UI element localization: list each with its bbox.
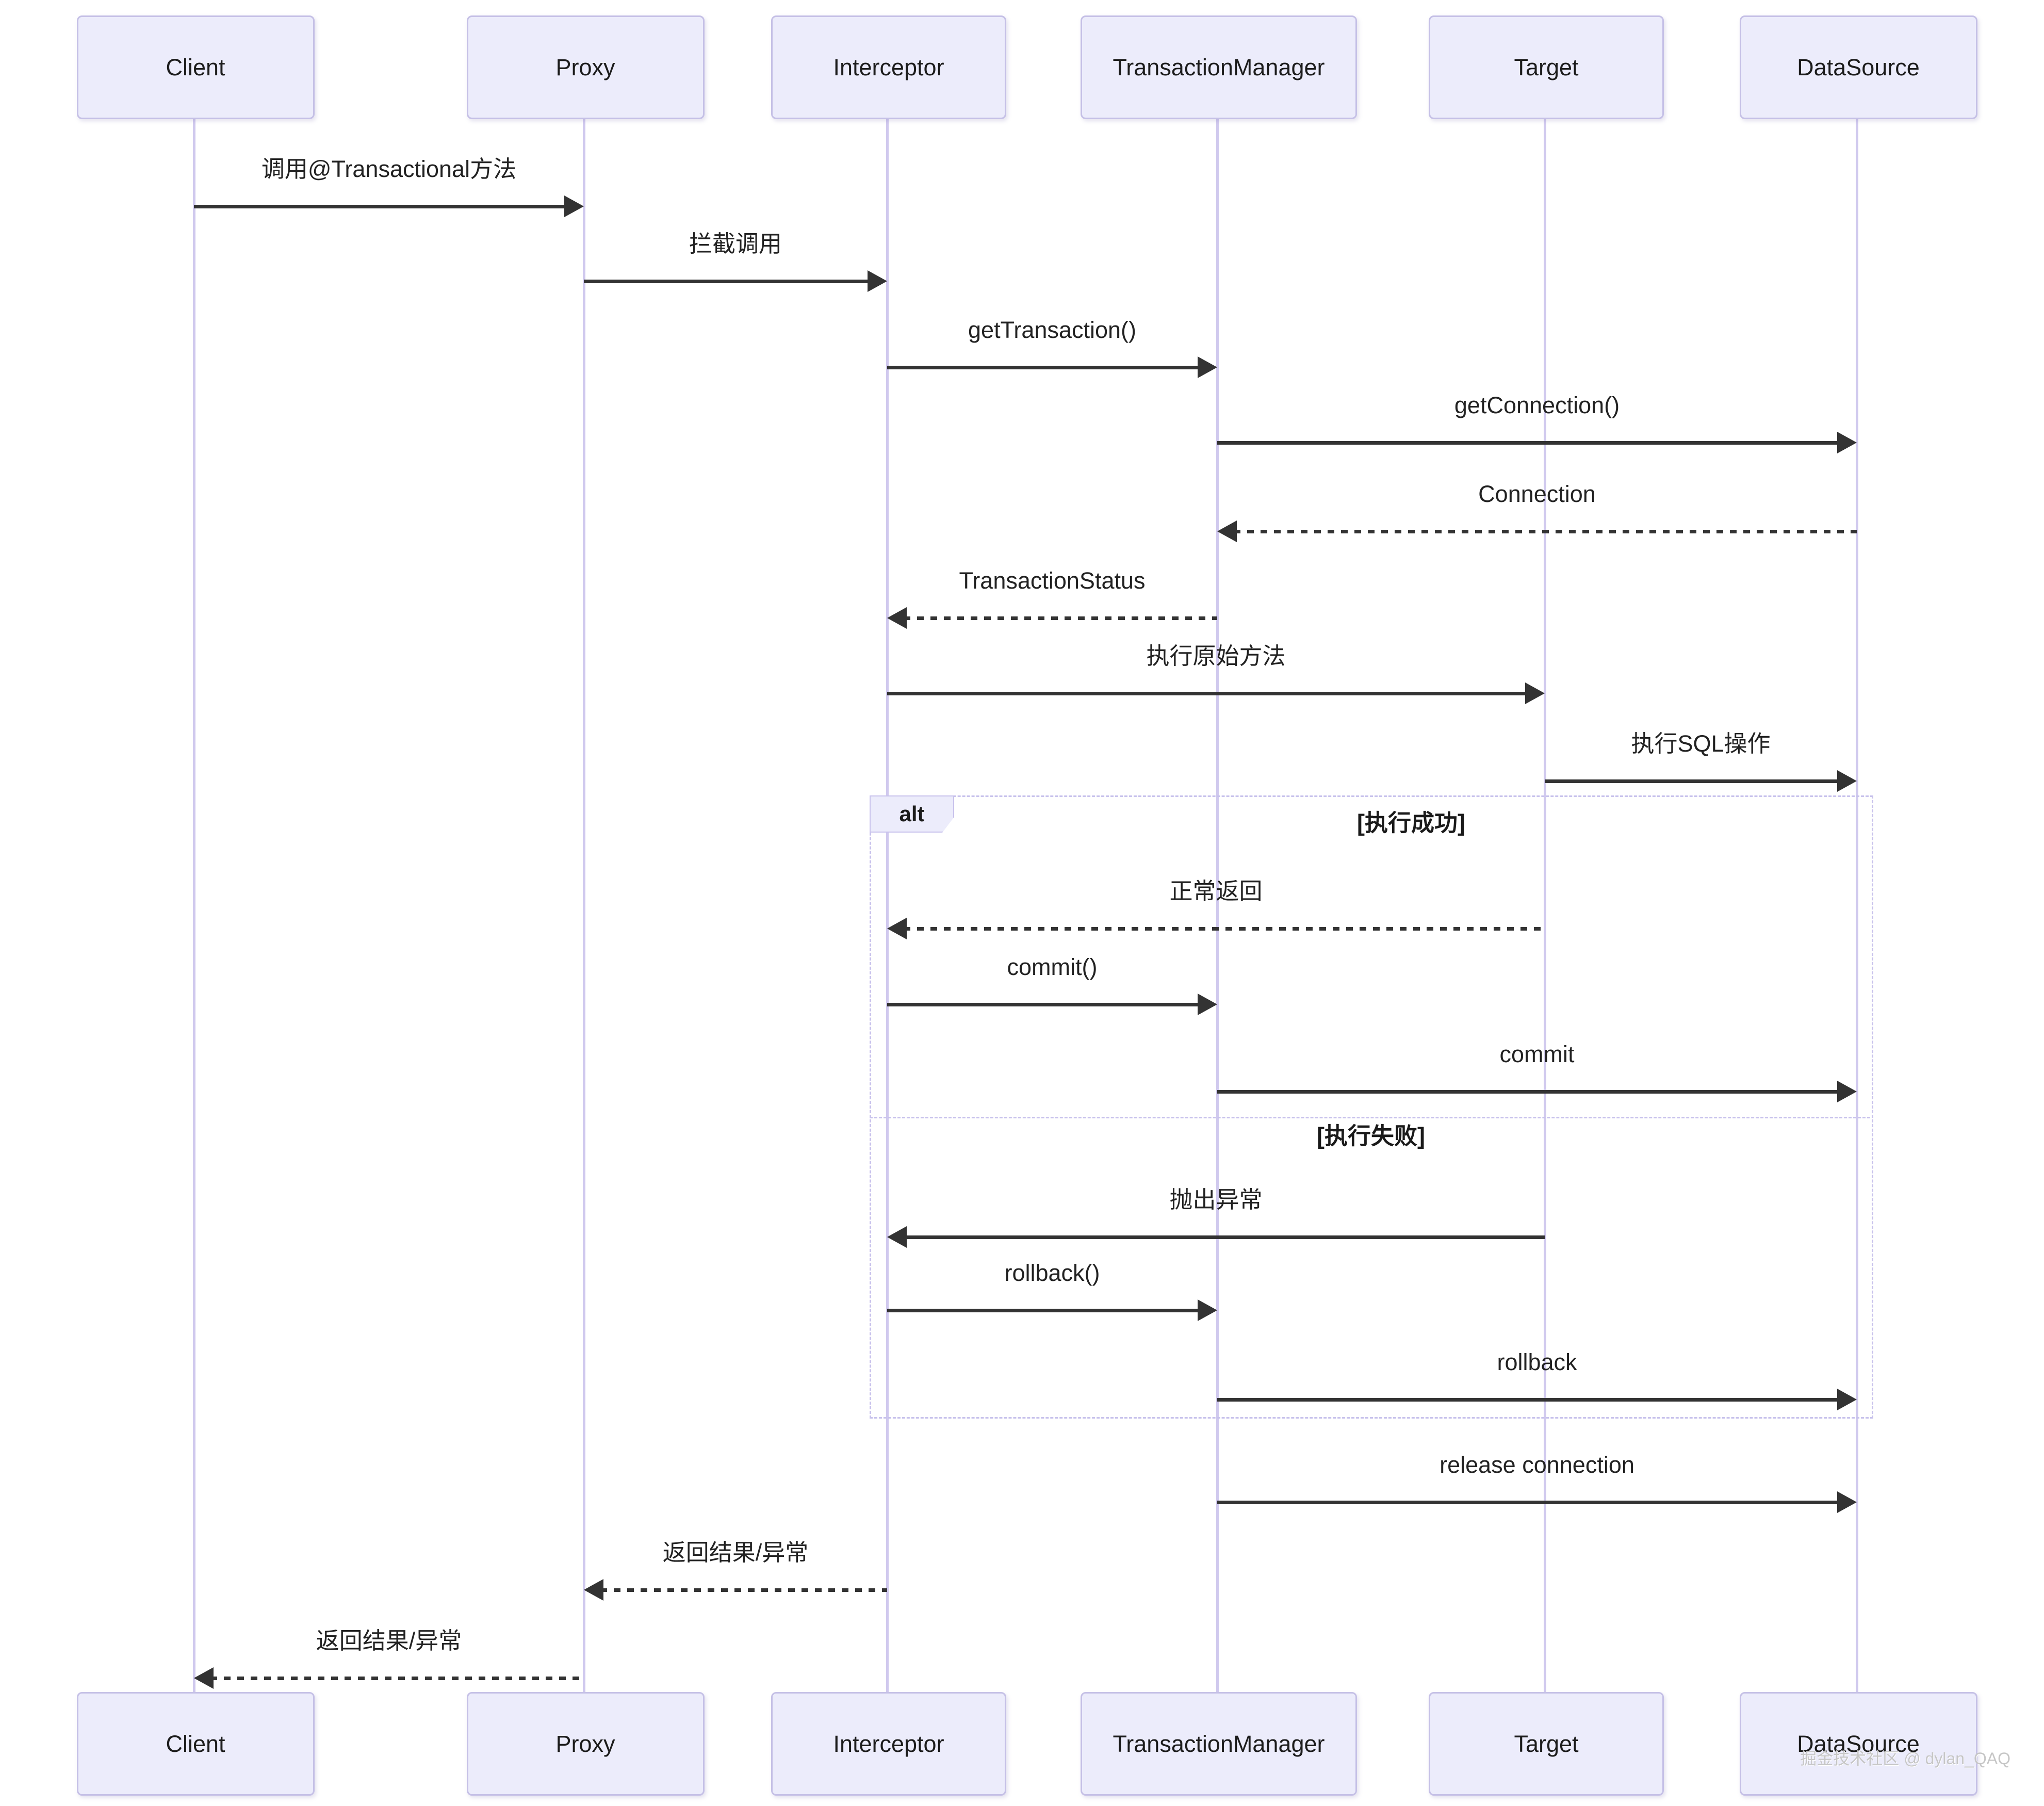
message-label-16: 返回结果/异常 bbox=[662, 1539, 809, 1566]
participant-bottom-proxy: Proxy bbox=[466, 1692, 705, 1796]
message-line-9 bbox=[904, 927, 1545, 931]
lifeline-interceptor bbox=[886, 116, 889, 1692]
return-arrowhead-icon bbox=[1217, 520, 1237, 542]
message-line-3 bbox=[887, 366, 1201, 369]
participant-label: Interceptor bbox=[833, 1730, 944, 1757]
alt-section-label: alt bbox=[870, 795, 954, 833]
participant-top-target: Target bbox=[1429, 15, 1664, 119]
message-label-1: 调用@Transactional方法 bbox=[261, 156, 517, 182]
arrowhead-icon bbox=[1837, 1491, 1857, 1513]
message-line-11 bbox=[1217, 1090, 1840, 1094]
alt-frame bbox=[870, 795, 1873, 1419]
participant-top-tm: TransactionManager bbox=[1081, 15, 1357, 119]
message-line-10 bbox=[887, 1003, 1201, 1006]
alt-guard-failure: [执行失败] bbox=[1317, 1122, 1425, 1149]
message-line-5 bbox=[1234, 530, 1857, 533]
message-label-7: 执行原始方法 bbox=[1146, 643, 1286, 669]
participant-label: Proxy bbox=[555, 1730, 615, 1757]
return-arrowhead-icon bbox=[887, 918, 907, 939]
participant-top-ds: DataSource bbox=[1739, 15, 1977, 119]
arrowhead-icon bbox=[1837, 770, 1857, 792]
arrowhead-icon bbox=[1198, 1299, 1217, 1321]
participant-top-proxy: Proxy bbox=[466, 15, 705, 119]
arrowhead-icon bbox=[1198, 356, 1217, 378]
participant-label: Interceptor bbox=[833, 54, 944, 80]
message-label-12: 抛出异常 bbox=[1169, 1186, 1263, 1213]
message-line-12 bbox=[904, 1235, 1545, 1239]
arrowhead-icon bbox=[868, 270, 887, 292]
participant-label: Client bbox=[166, 54, 225, 80]
message-line-15 bbox=[1217, 1501, 1840, 1504]
arrowhead-icon bbox=[1837, 1389, 1857, 1410]
participant-bottom-ds: DataSource bbox=[1739, 1692, 1977, 1796]
message-label-3: getTransaction() bbox=[968, 317, 1136, 343]
participant-label: TransactionManager bbox=[1113, 54, 1325, 80]
message-label-17: 返回结果/异常 bbox=[316, 1628, 462, 1654]
participant-bottom-target: Target bbox=[1429, 1692, 1664, 1796]
arrowhead-icon bbox=[1837, 1081, 1857, 1102]
participant-label: Client bbox=[166, 1730, 225, 1757]
message-label-13: rollback() bbox=[1004, 1260, 1100, 1286]
arrowhead-icon bbox=[1837, 432, 1857, 453]
message-label-2: 拦截调用 bbox=[689, 231, 782, 257]
message-line-13 bbox=[887, 1309, 1201, 1312]
message-line-16 bbox=[600, 1588, 887, 1592]
message-line-17 bbox=[210, 1677, 584, 1680]
participant-top-interceptor: Interceptor bbox=[771, 15, 1006, 119]
participant-label: Target bbox=[1514, 1730, 1579, 1757]
message-line-4 bbox=[1217, 441, 1840, 445]
participant-bottom-interceptor: Interceptor bbox=[771, 1692, 1006, 1796]
lifeline-proxy bbox=[583, 116, 585, 1692]
watermark: 掘金技术社区 @ dylan_QAQ bbox=[1800, 1749, 2010, 1768]
message-line-1 bbox=[194, 205, 567, 208]
arrowhead-icon bbox=[564, 196, 584, 217]
message-line-14 bbox=[1217, 1398, 1840, 1402]
alt-guard-success: [执行成功] bbox=[1357, 809, 1465, 836]
return-arrowhead-icon bbox=[887, 607, 907, 629]
participant-bottom-client: Client bbox=[76, 1692, 315, 1796]
message-line-2 bbox=[584, 280, 871, 283]
arrowhead-icon bbox=[1198, 994, 1217, 1015]
return-arrowhead-icon bbox=[194, 1667, 214, 1689]
message-label-15: release connection bbox=[1440, 1452, 1634, 1478]
return-arrowhead-icon bbox=[584, 1579, 603, 1601]
message-label-5: Connection bbox=[1478, 481, 1596, 507]
lifeline-client bbox=[193, 116, 195, 1692]
participant-bottom-tm: TransactionManager bbox=[1081, 1692, 1357, 1796]
lifeline-tm bbox=[1216, 116, 1219, 1692]
arrowhead-icon bbox=[887, 1226, 907, 1248]
lifeline-target bbox=[1544, 116, 1546, 1692]
message-label-11: commit bbox=[1499, 1041, 1575, 1067]
message-line-7 bbox=[887, 692, 1528, 695]
arrowhead-icon bbox=[1525, 682, 1545, 704]
message-line-8 bbox=[1545, 779, 1840, 783]
message-line-6 bbox=[904, 616, 1217, 620]
message-label-14: rollback bbox=[1497, 1349, 1577, 1375]
message-label-9: 正常返回 bbox=[1169, 878, 1263, 904]
message-label-4: getConnection() bbox=[1454, 392, 1620, 418]
participant-label: DataSource bbox=[1797, 54, 1920, 80]
message-label-8: 执行SQL操作 bbox=[1631, 730, 1771, 757]
participant-label: TransactionManager bbox=[1113, 1730, 1325, 1757]
participant-label: Proxy bbox=[555, 54, 615, 80]
participant-top-client: Client bbox=[76, 15, 315, 119]
alt-divider bbox=[870, 1117, 1870, 1118]
message-label-10: commit() bbox=[1007, 954, 1098, 980]
lifeline-ds bbox=[1856, 116, 1858, 1692]
message-label-6: TransactionStatus bbox=[959, 567, 1146, 594]
participant-label: Target bbox=[1514, 54, 1579, 80]
